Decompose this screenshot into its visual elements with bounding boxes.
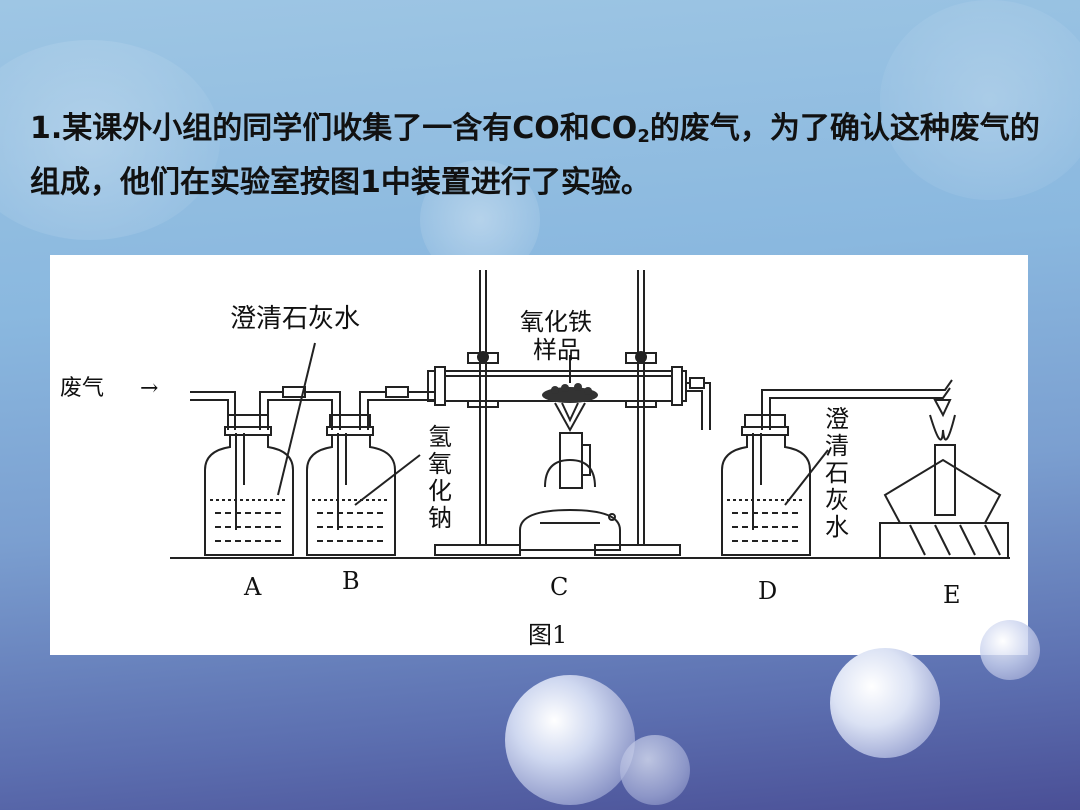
leader-limewater-right <box>784 449 829 506</box>
burner-e <box>879 399 1009 559</box>
gas-in-label: 废气 <box>60 376 104 401</box>
naoh-label-char: 钠 <box>428 504 452 532</box>
iron-oxide-label-2: 样品 <box>533 336 581 364</box>
label-d: D <box>758 577 777 605</box>
bottle-a <box>204 414 294 556</box>
flame <box>554 402 586 433</box>
label-c: C <box>550 573 568 601</box>
question-text: 1.某课外小组的同学们收集了一含有CO和CO2的废气，为了确认这种废气的组成，他… <box>30 106 1060 206</box>
decorative-sphere <box>830 648 940 758</box>
decorative-sphere <box>505 675 635 805</box>
inlet-tube <box>190 391 236 430</box>
naoh-label-char: 化 <box>428 477 452 505</box>
limewater-right-char: 石 <box>825 459 849 487</box>
decorative-sphere <box>980 620 1040 680</box>
tube-c-d <box>686 390 703 430</box>
figure-caption: 图1 <box>528 621 567 649</box>
leader-limewater-top <box>277 342 316 496</box>
burner-c <box>519 432 621 551</box>
decorative-sphere <box>620 735 690 805</box>
question-text-part1: 1.某课外小组的同学们收集了一含有CO和CO <box>30 111 638 146</box>
limewater-right-char: 澄 <box>825 405 849 433</box>
iron-oxide-label-1: 氧化铁 <box>520 308 592 336</box>
limewater-label-top: 澄清石灰水 <box>230 304 360 334</box>
label-b: B <box>342 567 360 595</box>
leader-naoh <box>354 454 421 506</box>
outlet-tube <box>761 379 953 430</box>
limewater-right-char: 灰 <box>825 486 849 514</box>
bottle-b <box>306 414 396 556</box>
naoh-label-char: 氧 <box>428 450 452 478</box>
limewater-right-char: 水 <box>825 513 849 541</box>
tube-b-c <box>359 391 435 430</box>
bottle-d <box>721 414 811 556</box>
question-text-part2: 的废气，为了确认这种废气的组成，他们在实验室按图1中装置进行了实验。 <box>30 111 1040 200</box>
experiment-figure: 废气 → 澄清石灰水 氧化铁 样品 氢 氧 化 钠 澄 清 石 灰 水 A B … <box>50 255 1028 655</box>
apparatus-diagram: 废气 → 澄清石灰水 氧化铁 样品 氢 氧 化 钠 澄 清 石 灰 水 A B … <box>60 270 1010 649</box>
iron-oxide-sample <box>542 383 598 403</box>
combustion-tube <box>427 366 687 408</box>
question-subscript: 2 <box>637 126 650 147</box>
label-e: E <box>943 581 961 609</box>
iron-stand-right <box>594 270 681 556</box>
naoh-label-char: 氢 <box>428 423 452 451</box>
gas-in-arrow: → <box>140 376 158 401</box>
label-a: A <box>243 573 262 601</box>
limewater-right-char: 清 <box>825 432 849 460</box>
